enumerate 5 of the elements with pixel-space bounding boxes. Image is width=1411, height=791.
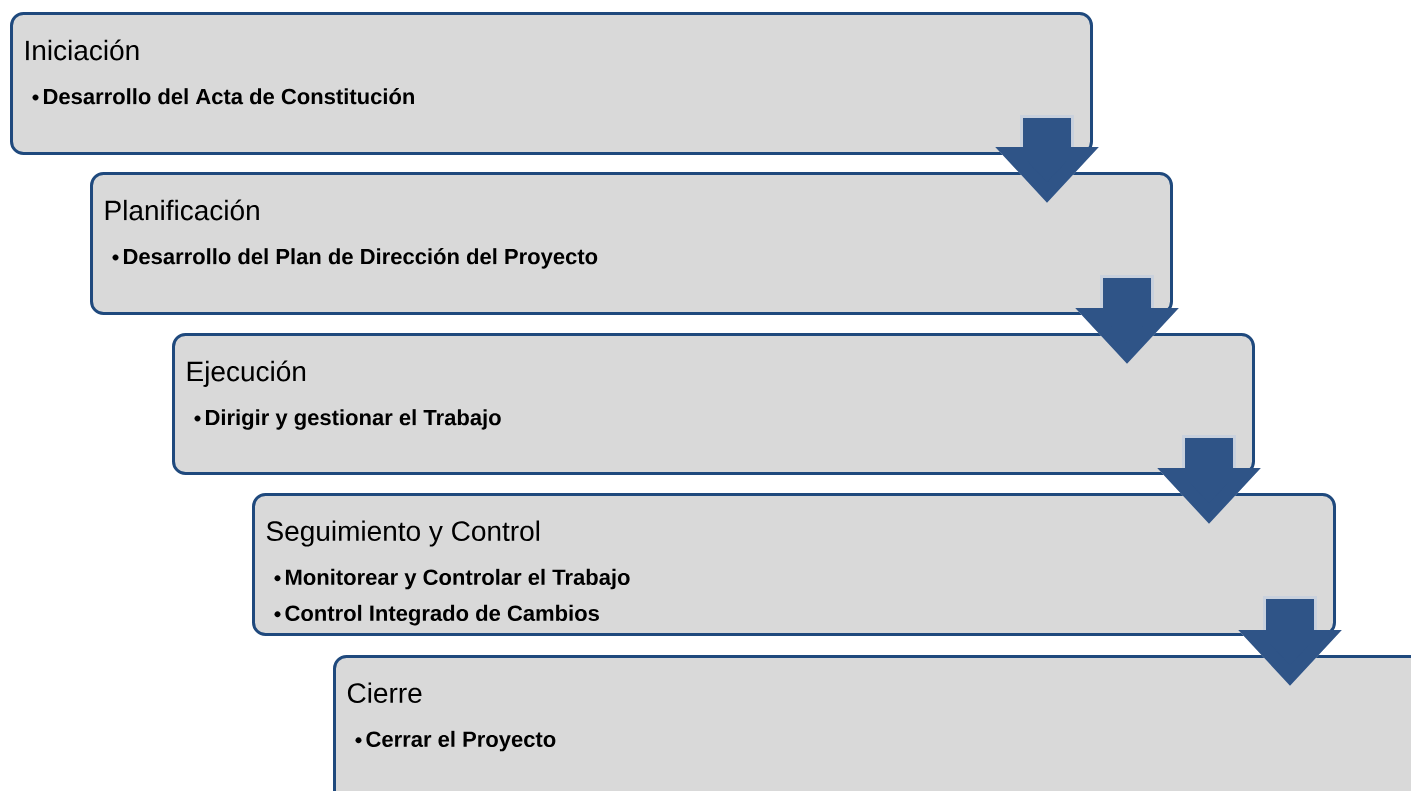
process-box: Iniciación Desarrollo del Acta de Constitución <box>10 12 1093 155</box>
process-box: Ejecución Dirigir y gestionar el Trabajo <box>172 333 1255 475</box>
process-box: Seguimiento y Control Monitorear y Controlar el Trabajo Control Integrado de Cambios <box>252 493 1336 636</box>
process-box: Cierre Cerrar el Proyecto <box>333 655 1411 791</box>
process-box: Planificación Desarrollo del Plan de Dirección del Proyecto <box>90 172 1173 315</box>
